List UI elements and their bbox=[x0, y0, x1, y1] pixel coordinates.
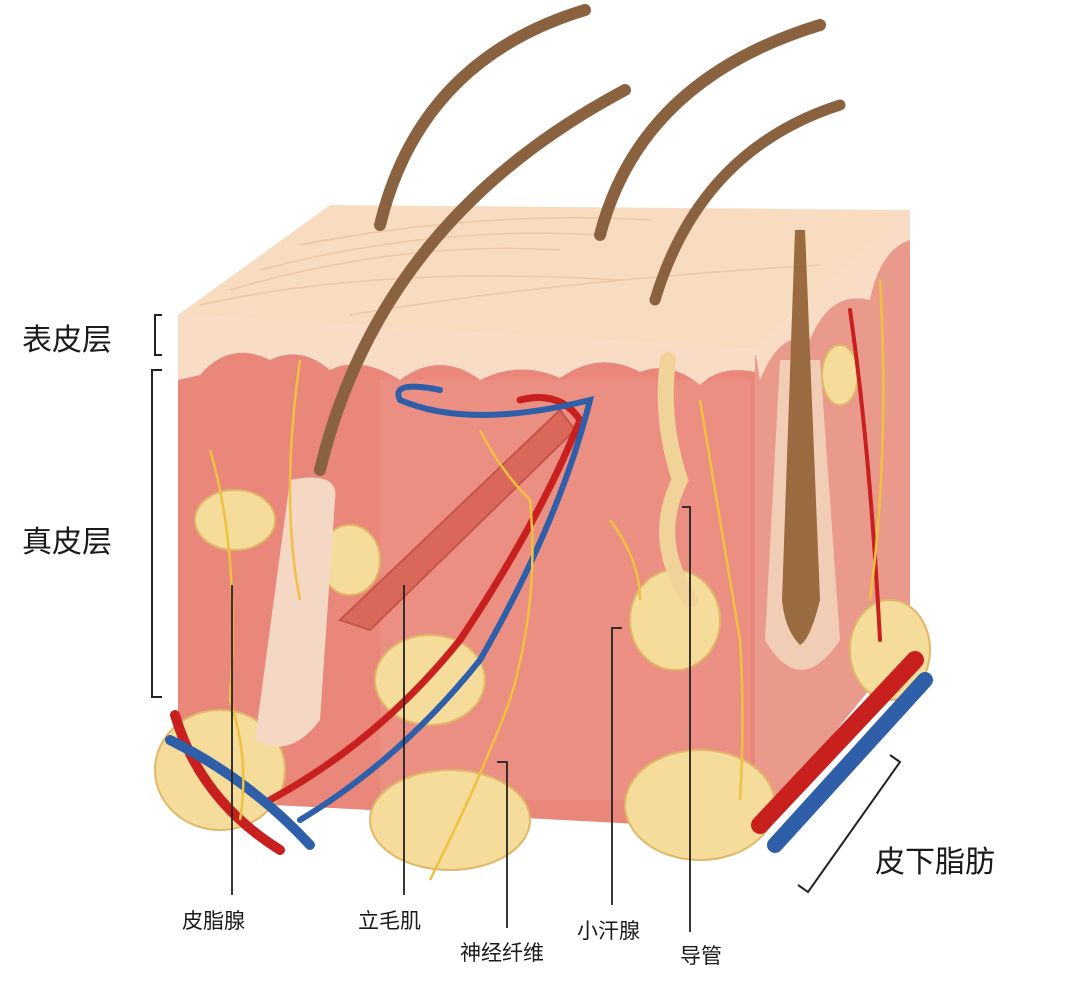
blood-vessels bbox=[165, 308, 933, 855]
dermis-bracket bbox=[151, 369, 162, 698]
label-nerve-fiber: 神经纤维 bbox=[460, 941, 544, 965]
hair-follicle-left bbox=[255, 477, 336, 747]
epidermis-bracket bbox=[154, 314, 162, 356]
label-subcutaneous-fat: 皮下脂肪 bbox=[875, 845, 995, 880]
nerve-fiber-leader bbox=[497, 761, 508, 928]
hair-shafts bbox=[314, 4, 846, 476]
duct-leader bbox=[682, 506, 691, 932]
label-sebaceous-gland: 皮脂腺 bbox=[182, 909, 245, 933]
label-sweat-gland: 小汗腺 bbox=[577, 919, 640, 943]
label-duct: 导管 bbox=[680, 944, 722, 968]
hair-bulb-right bbox=[782, 230, 820, 645]
epidermis-front-layer bbox=[178, 315, 755, 385]
sweat-duct bbox=[657, 352, 698, 608]
leader-lines bbox=[231, 506, 691, 932]
label-dermis: 真皮层 bbox=[22, 525, 112, 560]
label-brackets bbox=[151, 314, 902, 894]
fat-lobules bbox=[154, 344, 931, 871]
fat-bracket bbox=[797, 754, 902, 894]
nerve-fibers bbox=[208, 279, 885, 881]
sweat-gland-leader bbox=[611, 627, 622, 905]
label-epidermis: 表皮层 bbox=[22, 323, 112, 358]
label-arrector-pili: 立毛肌 bbox=[358, 909, 421, 933]
